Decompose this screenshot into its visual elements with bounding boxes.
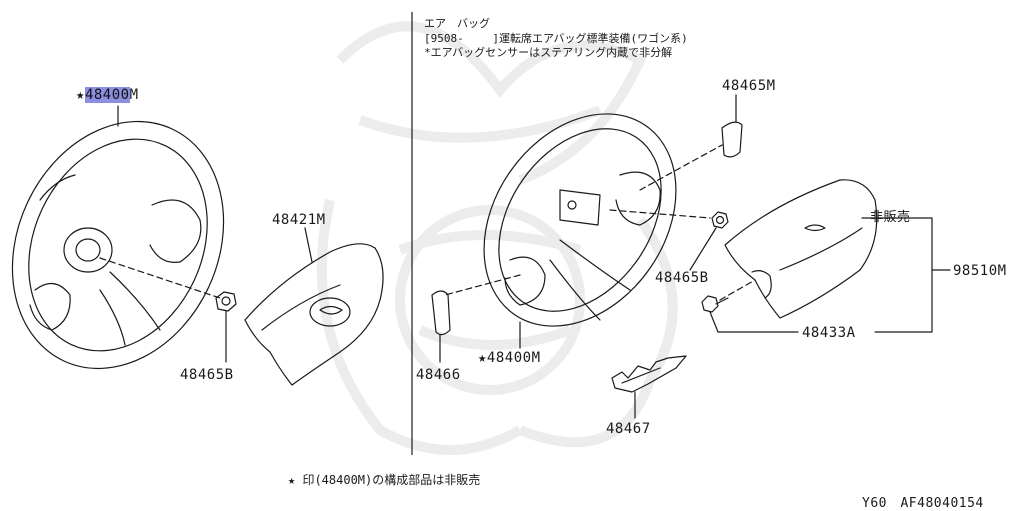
part-label-98510M[interactable]: 98510M — [953, 263, 1007, 279]
cover-48465M — [721, 121, 743, 158]
diagram-code: Y60 AF48040154 — [862, 496, 984, 511]
part-label-48400M-right[interactable]: ★48400M — [478, 350, 541, 366]
steering-wheel-right — [483, 113, 677, 327]
leader-48465B-right — [689, 227, 717, 271]
footer-note: ★ 印(48400M)の構成部品は非販売 — [288, 473, 481, 487]
star-mark: ★ — [76, 87, 85, 103]
nut-48465B-right — [711, 211, 729, 229]
bracket-98510M — [861, 217, 933, 333]
bolt-48433A — [701, 295, 729, 313]
dash-line-left — [99, 257, 221, 299]
part-label-48433A[interactable]: 48433A — [802, 325, 856, 341]
dash-line-right-top — [639, 144, 723, 191]
watermark — [316, 21, 678, 455]
airbag-module-48421M — [244, 243, 384, 386]
header-line1: エア バッグ — [424, 17, 490, 30]
bracket-48467 — [611, 355, 687, 393]
airbag-module-98510M — [724, 179, 878, 319]
part-label-48467[interactable]: 48467 — [606, 421, 651, 437]
header-line2: [9508- ]運転席エアバッグ標準装備(ワゴン系) — [424, 32, 688, 45]
steering-wheel-left — [11, 120, 225, 370]
leader-48421M — [304, 227, 313, 263]
suffix-m: M — [129, 87, 139, 103]
part-label-48466[interactable]: 48466 — [416, 367, 461, 383]
nut-48465B-left — [215, 291, 237, 312]
part-label-48465B-right[interactable]: 48465B — [655, 270, 709, 286]
highlighted-48400: 48400 — [84, 87, 130, 103]
label-hihanbai: 非販売 — [870, 210, 911, 225]
dash-line-right-lower — [444, 274, 521, 296]
part-label-48400M-left[interactable]: ★48400M — [76, 87, 139, 103]
dash-line-bolt — [719, 279, 756, 301]
part-label-48421M[interactable]: 48421M — [272, 212, 326, 228]
part-label-48465M[interactable]: 48465M — [722, 78, 776, 94]
header-line3: *エアバッグセンサーはステアリング内蔵で非分解 — [424, 46, 673, 59]
part-label-48465B-left[interactable]: 48465B — [180, 367, 234, 383]
part-48466 — [431, 290, 451, 336]
dash-line-right-upper — [609, 209, 711, 219]
leader-48433A — [709, 311, 799, 333]
